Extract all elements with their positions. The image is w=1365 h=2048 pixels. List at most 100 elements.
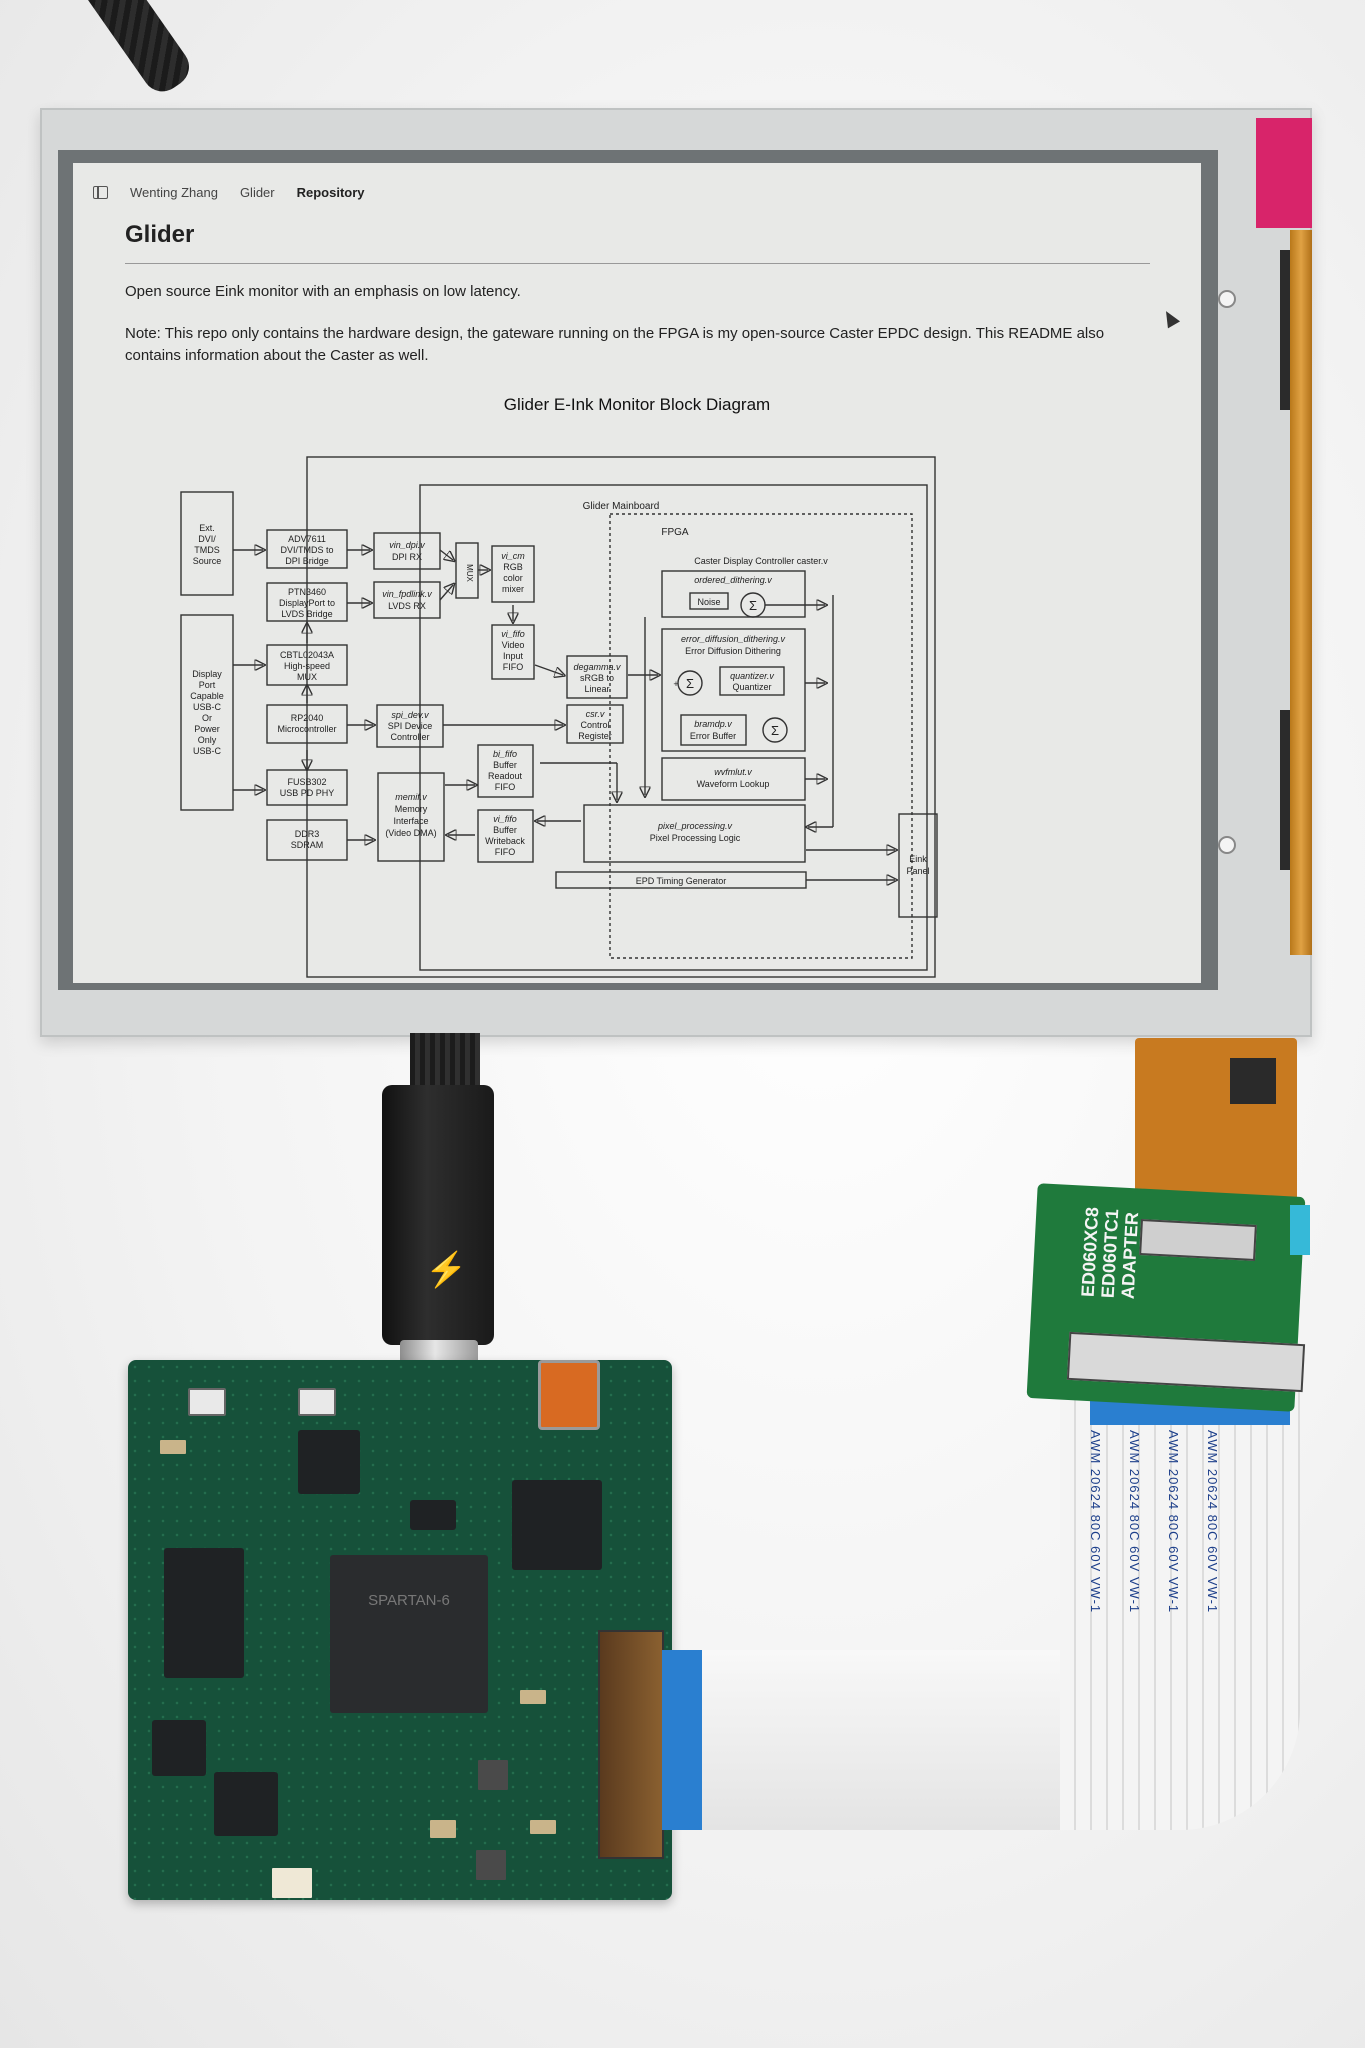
description-text: Open source Eink monitor with an emphasi…: [125, 283, 521, 300]
diagram-ptn-3: LVDS Bridge: [281, 609, 332, 619]
chip-ddr3: [164, 1548, 244, 1678]
diagram-vififo-2: Video: [502, 640, 525, 650]
diagram-dp-8: USB-C: [193, 746, 222, 756]
diagram-bififo-2: Buffer: [493, 760, 517, 770]
diagram-vicm-4: mixer: [502, 584, 524, 594]
diagram-degamma-1: degamma.v: [573, 662, 621, 672]
switch-sw2[interactable]: [188, 1388, 226, 1416]
capacitor-2: [530, 1820, 556, 1834]
diagram-csr-1: csr.v: [586, 709, 605, 719]
diagram-dp-7: Only: [198, 735, 217, 745]
diagram-ptn-2: DisplayPort to: [279, 598, 335, 608]
diagram-rp-1: RP2040: [291, 713, 324, 723]
diagram-vicm-2: RGB: [503, 562, 523, 572]
inductor-1: [478, 1760, 508, 1790]
diagram-dp-6: Power: [194, 724, 220, 734]
diagram-csr-3: Register: [578, 731, 612, 741]
diagram-errdiff-1: error_diffusion_dithering.v: [681, 634, 786, 644]
chip-microcontroller: [298, 1430, 360, 1494]
diagram-errdiff-2: Error Diffusion Dithering: [685, 646, 781, 656]
diagram-bififo-4: FIFO: [495, 782, 516, 792]
eink-screen: Wenting Zhang Glider Repository Glider O…: [73, 163, 1201, 983]
pink-tape: [1256, 118, 1312, 228]
flex-pcb-chip: [1230, 1058, 1276, 1104]
capacitor-4: [430, 1820, 456, 1838]
page-title: Glider: [125, 221, 195, 248]
fpga-marking: SPARTAN-6: [368, 1592, 450, 1609]
connector-white: [272, 1868, 312, 1898]
diagram-vicm-1: vi_cm: [501, 551, 525, 561]
diagram-degamma-3: Linear: [584, 684, 609, 694]
diagram-dp-5: Or: [202, 713, 212, 723]
diagram-ext-dvi-4: Source: [193, 556, 222, 566]
diagram-eink-2: Panel: [906, 866, 929, 876]
breadcrumb-project[interactable]: Glider: [239, 185, 275, 200]
flex-connector-bottom: [1280, 710, 1290, 870]
note-text: Note: This repo only contains the hardwa…: [125, 325, 1105, 364]
diagram-spi-1: spi_dev.v: [391, 710, 429, 720]
chip-rp2040: [214, 1772, 278, 1836]
diagram-fusb-1: FUSB302: [287, 777, 326, 787]
micro-usb-port[interactable]: [538, 1360, 600, 1430]
ribbon-blue-end: [662, 1650, 702, 1830]
fpc-connector: [598, 1630, 664, 1859]
diagram-vififo-1: vi_fifo: [501, 629, 525, 639]
mainboard-frame: [306, 456, 936, 978]
diagram-adv-1: ADV7611: [288, 534, 326, 544]
diagram-spi-3: Controller: [390, 732, 429, 742]
diagram-ddr-2: SDRAM: [291, 840, 324, 850]
diagram-adv-2: DVI/TMDS to: [280, 545, 333, 555]
diagram-memif-2: Memory: [395, 804, 428, 814]
diagram-quant-2: Quantizer: [732, 682, 771, 692]
diagram-bramdp-1: bramdp.v: [694, 719, 732, 729]
diagram-eink-1: Eink: [909, 854, 927, 864]
panel-flex-strip: [1290, 230, 1312, 955]
diagram-viwb-4: FIFO: [495, 847, 516, 857]
diagram-memif-1: memif.v: [395, 792, 427, 802]
diagram-quant-1: quantizer.v: [730, 671, 774, 681]
diagram-mainboard-label: Glider Mainboard: [583, 501, 660, 512]
breadcrumb-author[interactable]: Wenting Zhang: [130, 185, 218, 200]
flex-connector-top: [1280, 250, 1290, 410]
breadcrumb-current[interactable]: Repository: [296, 185, 365, 200]
ribbon-cable-vertical: [1060, 1390, 1300, 1830]
diagram-memif-3: Interface: [393, 816, 428, 826]
diagram-bramdp-2: Error Buffer: [690, 731, 736, 741]
diagram-vin-fpd-1: vin_fpdlink.v: [382, 589, 432, 599]
diagram-ext-dvi-2: DVI/: [198, 534, 216, 544]
thunderbolt-icon: ⚡: [425, 1251, 468, 1289]
diagram-vicm-3: color: [503, 573, 523, 583]
panel-screw-top: [1218, 290, 1236, 308]
diagram-ext-dvi-3: TMDS: [194, 545, 220, 555]
cyan-tab: [1290, 1205, 1310, 1255]
adapter-connector-top: [1139, 1218, 1257, 1262]
diagram-cbtl-1: CBTL02043A: [280, 650, 334, 660]
diagram-plus: +: [673, 679, 678, 689]
diagram-memif-4: (Video DMA): [385, 828, 436, 838]
adapter-label: ED060XC8 ED060TC1 ADAPTER: [1078, 1206, 1143, 1299]
diagram-sigma-3: Σ: [771, 723, 779, 738]
ribbon-print-2: AWM 20624 80C 60V VW-1: [1127, 1430, 1142, 1614]
ribbon-print-1: AWM 20624 80C 60V VW-1: [1088, 1430, 1103, 1614]
diagram-bififo-1: bi_fifo: [493, 749, 517, 759]
diagram-vin-fpd-2: LVDS RX: [388, 601, 426, 611]
diagram-ext-dvi-1: Ext.: [199, 523, 215, 533]
diagram-dp-2: Port: [199, 680, 216, 690]
sidebar-toggle-icon[interactable]: [93, 186, 108, 199]
switch-sw1[interactable]: [298, 1388, 336, 1416]
title-divider: [125, 263, 1150, 264]
ribbon-print: AWM 20624 80C 60V VW-1 AWM 20624 80C 60V…: [1088, 1430, 1220, 1730]
diagram-cbtl-2: High-speed: [284, 661, 330, 671]
diagram-noise: Noise: [697, 597, 720, 607]
diagram-sigma-1: Σ: [749, 598, 757, 613]
diagram-viwb-1: vi_fifo: [493, 814, 517, 824]
diagram-sigma-2: Σ: [686, 676, 694, 691]
diagram-epd-timing: EPD Timing Generator: [636, 876, 727, 886]
diagram-rp-2: Microcontroller: [277, 724, 336, 734]
diagram-bififo-3: Readout: [488, 771, 523, 781]
chip-spartan6-fpga: [330, 1555, 488, 1713]
diagram-degamma-2: sRGB to: [580, 673, 614, 683]
diagram-fpga-label: FPGA: [661, 527, 689, 538]
inductor-2: [476, 1850, 506, 1880]
diagram-pixproc-1: pixel_processing.v: [657, 821, 733, 831]
